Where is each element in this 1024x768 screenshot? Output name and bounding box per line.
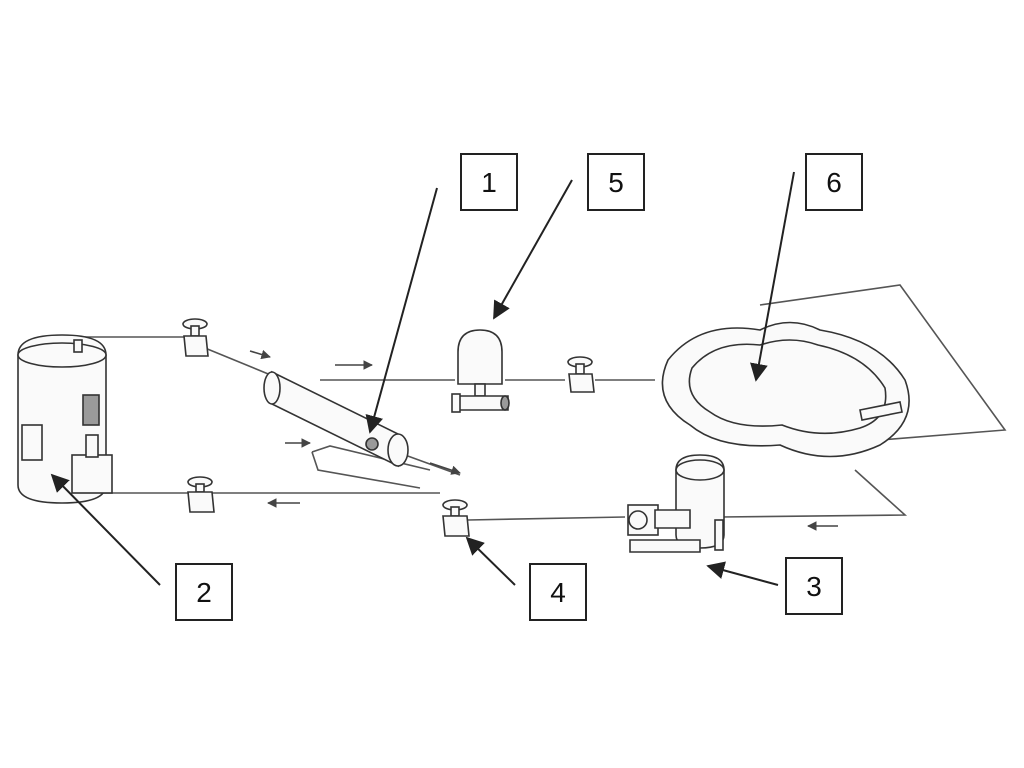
- flow-arrows: [249, 349, 838, 531]
- callout-6-label: 6: [826, 167, 842, 198]
- callout-1: 1: [365, 153, 518, 434]
- valve-icon: [567, 356, 595, 393]
- boiler-tank-icon: [17, 334, 113, 504]
- callout-4: 4: [465, 536, 587, 621]
- valve-icon: [442, 499, 470, 537]
- callout-6: 6: [750, 153, 863, 382]
- callout-3-label: 3: [806, 571, 822, 602]
- callout-2-label: 2: [196, 577, 212, 608]
- pump-filter-icon: [627, 454, 725, 553]
- callout-5-label: 5: [608, 167, 624, 198]
- piping: [80, 336, 908, 521]
- callout-2: 2: [50, 473, 233, 621]
- valve-icon: [182, 318, 209, 357]
- expansion-tank-icon: [451, 329, 510, 413]
- callout-4-label: 4: [550, 577, 566, 608]
- heat-exchanger-icon: [263, 370, 409, 468]
- valve-icon: [187, 476, 215, 513]
- callout-1-label: 1: [481, 167, 497, 198]
- pool-icon: [661, 284, 1007, 458]
- callout-5: 5: [493, 153, 645, 320]
- callout-3: 3: [706, 557, 843, 615]
